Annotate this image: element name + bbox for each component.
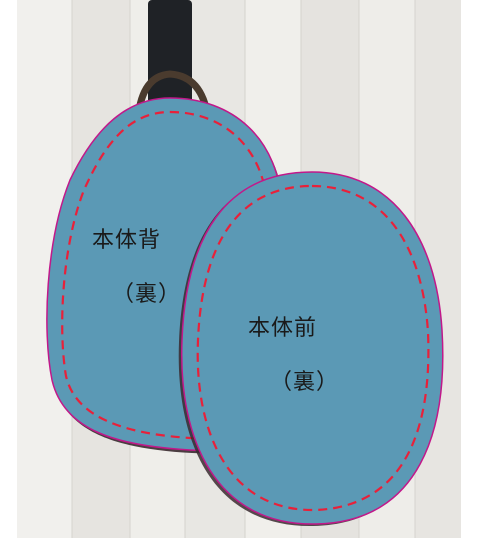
back-piece-side-label: （裏） xyxy=(112,282,182,307)
front-piece-side-label: （裏） xyxy=(270,370,340,395)
front-piece xyxy=(178,171,444,527)
front-piece-label: 本体前 xyxy=(248,316,318,341)
bag-strap xyxy=(134,0,212,122)
back-piece-label: 本体背 xyxy=(92,228,162,253)
